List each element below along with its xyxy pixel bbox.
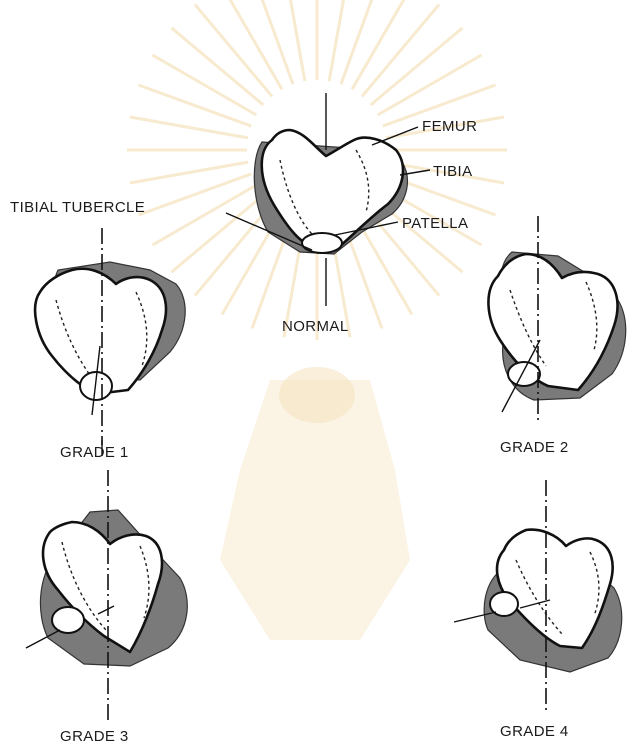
label-patella: PATELLA [402, 215, 468, 232]
grade-2-knee-figure [488, 216, 625, 420]
label-normal: NORMAL [282, 318, 349, 335]
normal-patella [302, 233, 342, 253]
grade-3-patella [52, 607, 84, 633]
label-grade-3: GRADE 3 [60, 728, 129, 745]
grade-4-knee-figure [454, 480, 622, 710]
watermark-ray [130, 162, 248, 183]
watermark-ray [130, 117, 248, 138]
watermark-ray [138, 174, 251, 215]
grade-3-knee-figure [26, 470, 187, 722]
label-tibia: TIBIA [433, 163, 473, 180]
label-tibial-tubercle: TIBIAL TUBERCLE [10, 199, 145, 216]
femur-leader [372, 127, 418, 145]
grade-1-knee-figure [35, 228, 185, 456]
grade-2-patella [508, 362, 540, 386]
label-grade-2: GRADE 2 [500, 439, 569, 456]
label-femur: FEMUR [422, 118, 477, 135]
label-grade-1: GRADE 1 [60, 444, 129, 461]
label-grade-4: GRADE 4 [500, 723, 569, 740]
normal-knee-figure [226, 93, 430, 306]
watermark-ray [138, 85, 251, 126]
